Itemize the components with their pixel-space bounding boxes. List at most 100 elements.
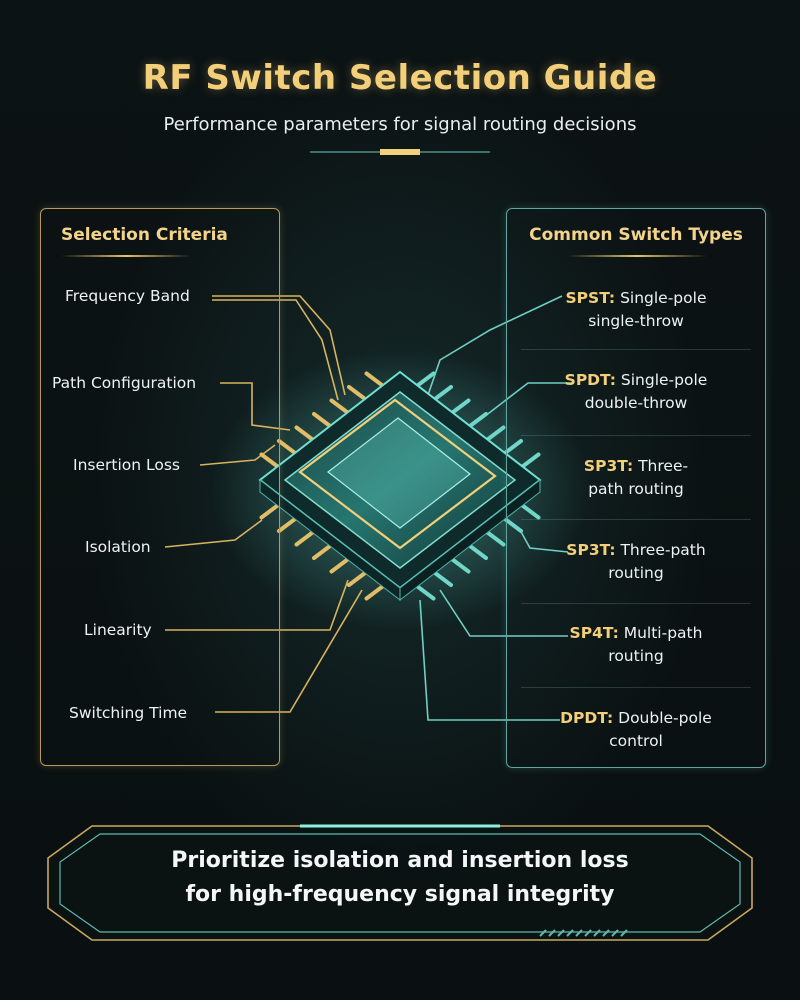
switch-type-desc: Single-pole	[615, 289, 707, 307]
type-connectors	[419, 295, 572, 721]
connector-sp4t	[439, 589, 568, 637]
selection-criteria-panel: Selection Criteria Frequency Band Path C…	[40, 208, 280, 766]
connector-insertion-loss	[199, 444, 276, 466]
criterion-frequency-band: Frequency Band	[65, 287, 190, 305]
criteria-heading: Selection Criteria	[61, 225, 228, 245]
title-divider	[310, 149, 490, 155]
chip-pin	[259, 503, 280, 520]
switch-type-code: DPDT:	[560, 709, 614, 727]
switch-type-spst: SPST: Single-pole single-throw	[507, 287, 765, 333]
chip-pin	[329, 398, 350, 415]
banner-hatch	[557, 929, 565, 937]
switch-type-desc: Three-	[633, 457, 689, 475]
page-subtitle: Performance parameters for signal routin…	[163, 114, 637, 135]
switch-type-desc-2: routing	[608, 647, 664, 665]
criteria-connectors	[164, 295, 363, 713]
switch-type-desc-2: single-throw	[588, 312, 684, 330]
banner-hatch	[566, 929, 574, 937]
switch-type-sp3t-a: SP3T: Three- path routing	[507, 455, 765, 501]
chip-pin	[485, 425, 506, 442]
switch-types-heading: Common Switch Types	[529, 225, 743, 245]
connector-spdt	[479, 382, 572, 421]
chip-pin	[364, 584, 385, 601]
connector-dpdt	[419, 599, 560, 721]
chip-pin	[277, 517, 297, 533]
divider	[521, 435, 751, 436]
divider	[521, 349, 751, 350]
chip-pin	[520, 452, 541, 469]
criterion-insertion-loss: Insertion Loss	[73, 456, 180, 474]
banner-hatch	[593, 929, 601, 937]
connector-spst	[427, 295, 563, 396]
switch-type-desc: Double-pole	[613, 709, 712, 727]
banner-hatch	[548, 929, 556, 937]
banner-frame	[47, 824, 753, 941]
chip-pin	[450, 557, 471, 574]
connector-frequency-band-2	[212, 299, 339, 401]
chip-pin	[503, 439, 523, 455]
banner-hatch	[584, 929, 592, 937]
connector-isolation	[164, 519, 263, 548]
chip-pin	[312, 412, 332, 428]
divider	[521, 687, 751, 688]
connector-linearity	[165, 579, 349, 631]
chip-pin	[329, 557, 350, 574]
chip-pin	[294, 425, 315, 442]
connector-sp3t	[519, 529, 569, 553]
criteria-heading-rule	[61, 255, 191, 257]
chip-pin	[503, 517, 523, 533]
banner-hatch	[602, 929, 610, 937]
switch-type-code: SP3T:	[566, 541, 616, 559]
connector-switching-time	[215, 589, 363, 713]
banner-hatch	[611, 929, 619, 937]
chip-pin	[312, 544, 332, 560]
chip-pin	[294, 530, 315, 547]
switch-type-desc: Three-path	[615, 541, 706, 559]
switch-type-spdt: SPDT: Single-pole double-throw	[507, 369, 765, 415]
page-title: RF Switch Selection Guide	[142, 58, 658, 98]
switch-type-sp3t-b: SP3T: Three-path routing	[507, 539, 765, 585]
connector-frequency-band	[212, 295, 346, 396]
chip-pin	[450, 398, 471, 415]
chip-pin	[415, 584, 436, 601]
summary-banner: Prioritize isolation and insertion loss …	[40, 820, 760, 944]
switch-type-dpdt: DPDT: Double-pole control	[507, 707, 765, 753]
switch-type-code: SPDT:	[564, 371, 616, 389]
switch-type-code: SPST:	[565, 289, 616, 307]
switch-type-code: SP4T:	[569, 624, 619, 642]
chip-pin	[520, 503, 541, 520]
banner-hatch	[620, 929, 628, 937]
switch-types-heading-rule	[567, 255, 707, 257]
switch-type-sp4t: SP4T: Multi-path routing	[507, 622, 765, 668]
banner-line-1: Prioritize isolation and insertion loss	[171, 848, 629, 873]
chip-pin	[415, 371, 436, 388]
banner-hatch	[575, 929, 583, 937]
chip-pin	[468, 412, 488, 428]
chip-pin	[347, 571, 367, 587]
chip-pin	[364, 371, 385, 388]
chip-pin	[468, 544, 488, 560]
criterion-linearity: Linearity	[84, 621, 152, 639]
switch-type-desc: Multi-path	[618, 624, 703, 642]
switch-type-desc: Single-pole	[615, 371, 708, 389]
switch-types-panel: Common Switch Types SPST: Single-pole si…	[506, 208, 766, 768]
switch-type-desc-2: path routing	[588, 480, 684, 498]
chip-pin	[277, 439, 297, 455]
connector-path-configuration	[220, 382, 291, 431]
chip-pin	[347, 385, 367, 401]
chip-pin	[433, 571, 453, 587]
chip-body	[258, 370, 542, 602]
criterion-switching-time: Switching Time	[69, 704, 188, 722]
switch-type-desc-2: routing	[608, 564, 664, 582]
banner-line-2: for high-frequency signal integrity	[185, 882, 615, 907]
divider	[521, 519, 751, 520]
divider	[521, 603, 751, 604]
chip-pin	[485, 530, 506, 547]
switch-type-desc-2: control	[609, 732, 663, 750]
banner-hatch	[539, 929, 547, 937]
chip-pin	[433, 385, 453, 401]
criterion-path-configuration: Path Configuration	[52, 374, 197, 392]
criterion-isolation: Isolation	[85, 538, 151, 556]
switch-type-code: SP3T:	[583, 457, 634, 475]
